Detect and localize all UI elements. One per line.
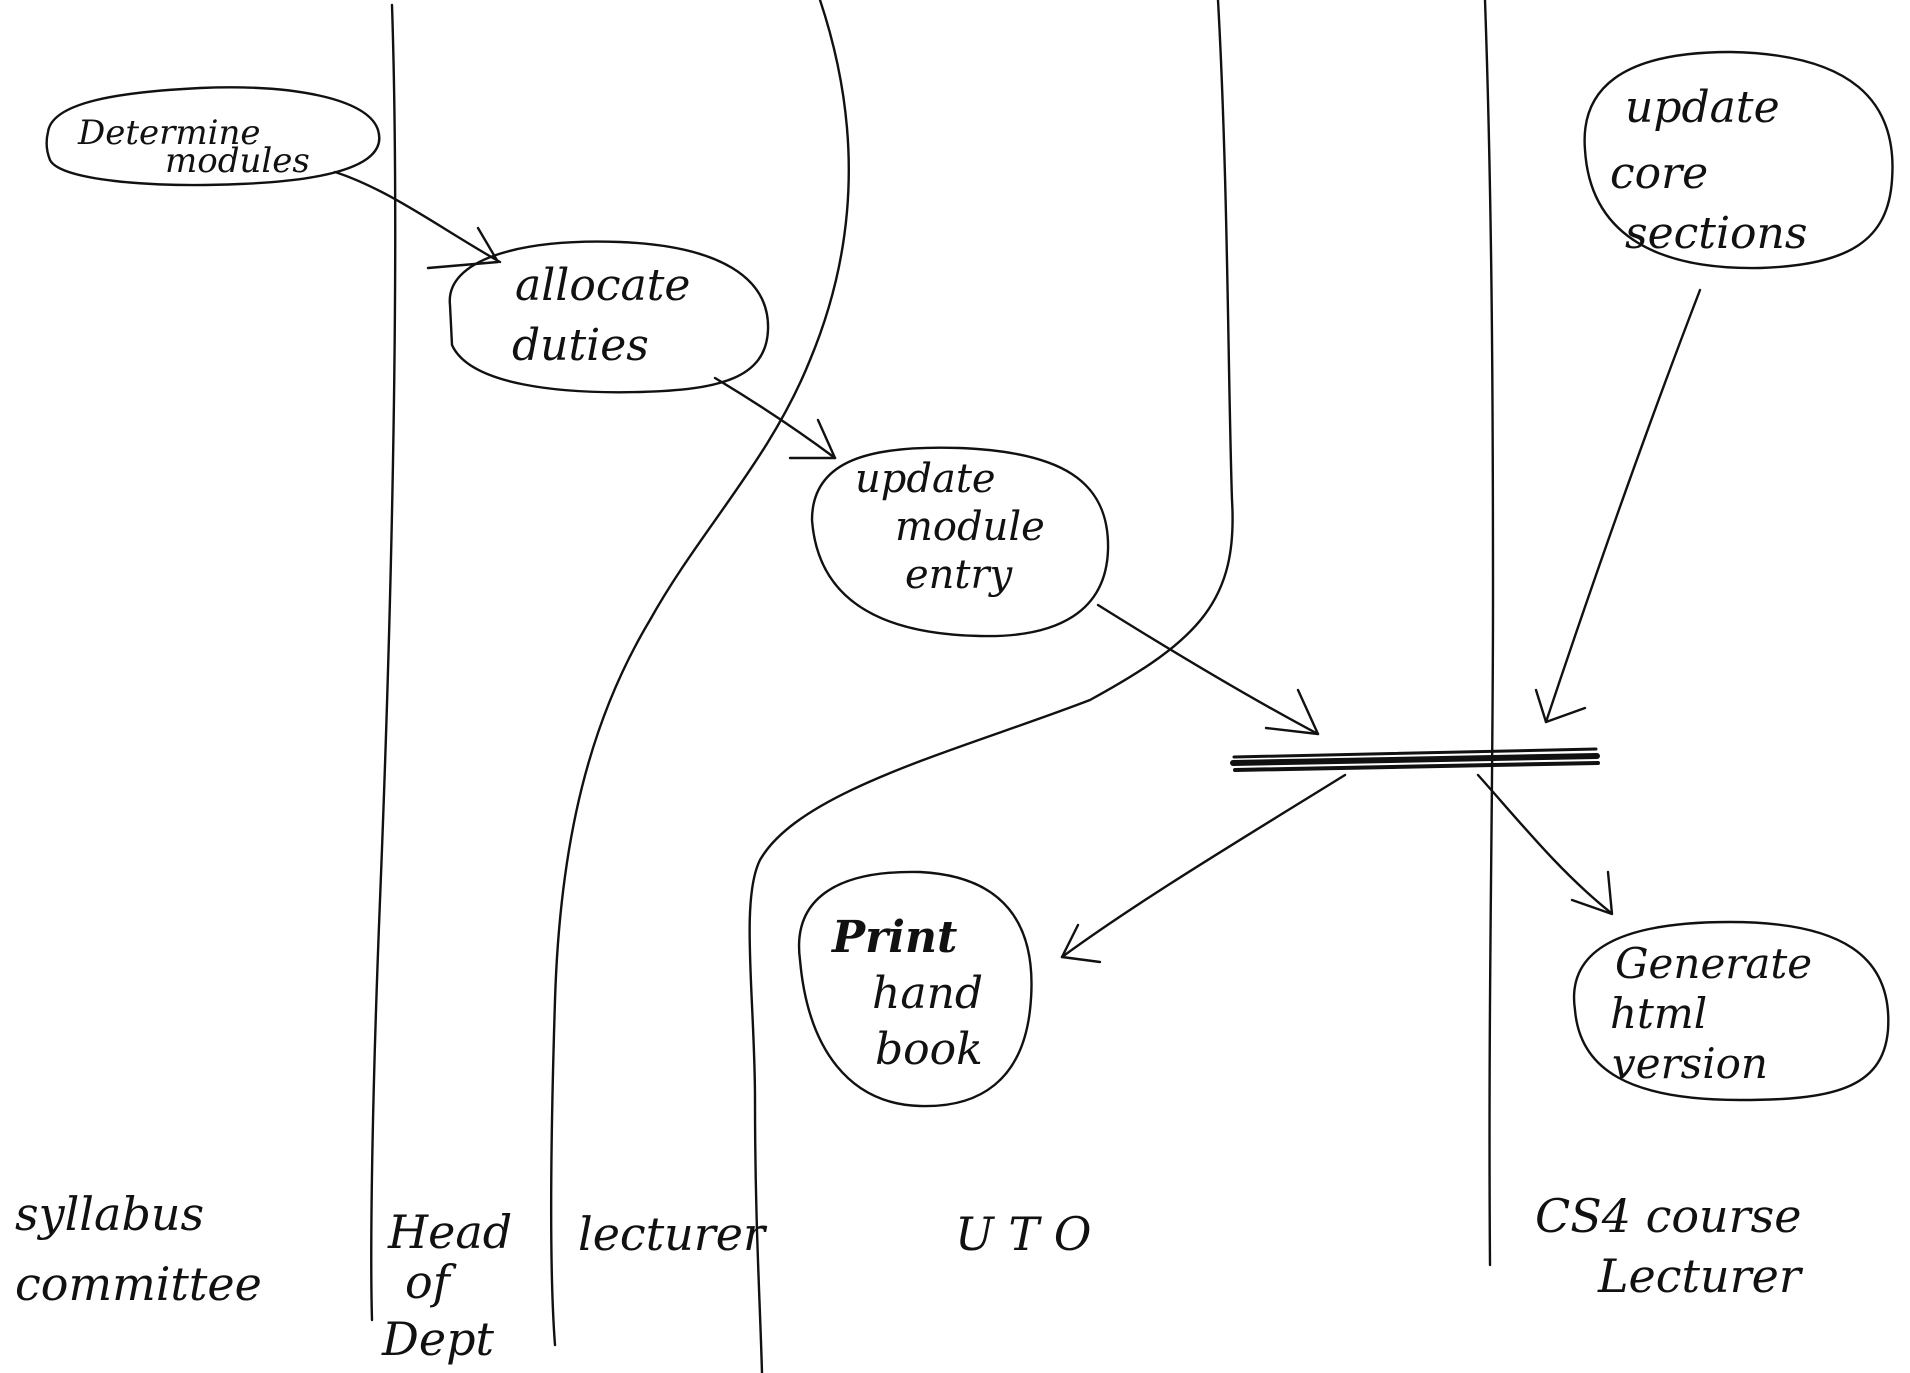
fork-join-bar (1230, 747, 1600, 772)
lane-divider-3 (748, 0, 1234, 1373)
node-allocate-shape (448, 240, 770, 394)
arrow-allocate-to-update-module (713, 376, 837, 460)
node-update-module-shape (810, 446, 1110, 638)
lane-labels: syllabus committee Head of Dept lecturer… (15, 1187, 1816, 1366)
label-determine: Determine modules (77, 113, 310, 181)
node-determine-shape (45, 86, 381, 187)
lane-label-uto: U T O (955, 1207, 1091, 1261)
lane-divider-1 (370, 3, 397, 1322)
label-generate: Generate html version (1610, 939, 1826, 1088)
label-print: Print hand book (830, 912, 997, 1075)
lane-divider-2 (550, 0, 850, 1347)
arrowhead-module-bar (1264, 688, 1320, 736)
swimlane-dividers (370, 0, 1495, 1373)
arrow-bar-to-generate (1476, 773, 1612, 914)
arrow-bar-to-print (1060, 773, 1347, 959)
lane-label-lecturer: lecturer (578, 1207, 768, 1261)
arrowhead-allocate-update (788, 418, 837, 460)
arrowhead-core-bar (1534, 688, 1587, 724)
activity-labels: Determine modules allocate duties update… (77, 82, 1826, 1088)
flow-arrows (333, 170, 1702, 964)
arrowhead-bar-print (1060, 923, 1102, 964)
node-update-core-shape (1583, 50, 1894, 270)
arrowhead-bar-generate (1570, 870, 1614, 916)
arrowhead-determine-allocate (426, 226, 500, 270)
activity-nodes (45, 50, 1894, 1108)
node-print-shape (797, 870, 1033, 1108)
arrow-update-core-to-bar (1544, 288, 1702, 724)
lane-label-syllabus: syllabus committee (15, 1187, 262, 1311)
label-update-core: update core sections (1610, 82, 1807, 259)
arrow-determine-to-allocate (333, 170, 502, 264)
label-update-module: update module entry (855, 456, 1058, 598)
label-allocate: allocate duties (512, 260, 704, 371)
lane-label-cs4: CS4 course Lecturer (1535, 1189, 1816, 1303)
arrow-update-module-to-bar (1096, 603, 1320, 736)
lane-label-hod: Head of Dept (381, 1205, 527, 1366)
node-generate-shape (1572, 920, 1890, 1102)
lane-divider-4 (1483, 0, 1495, 1267)
